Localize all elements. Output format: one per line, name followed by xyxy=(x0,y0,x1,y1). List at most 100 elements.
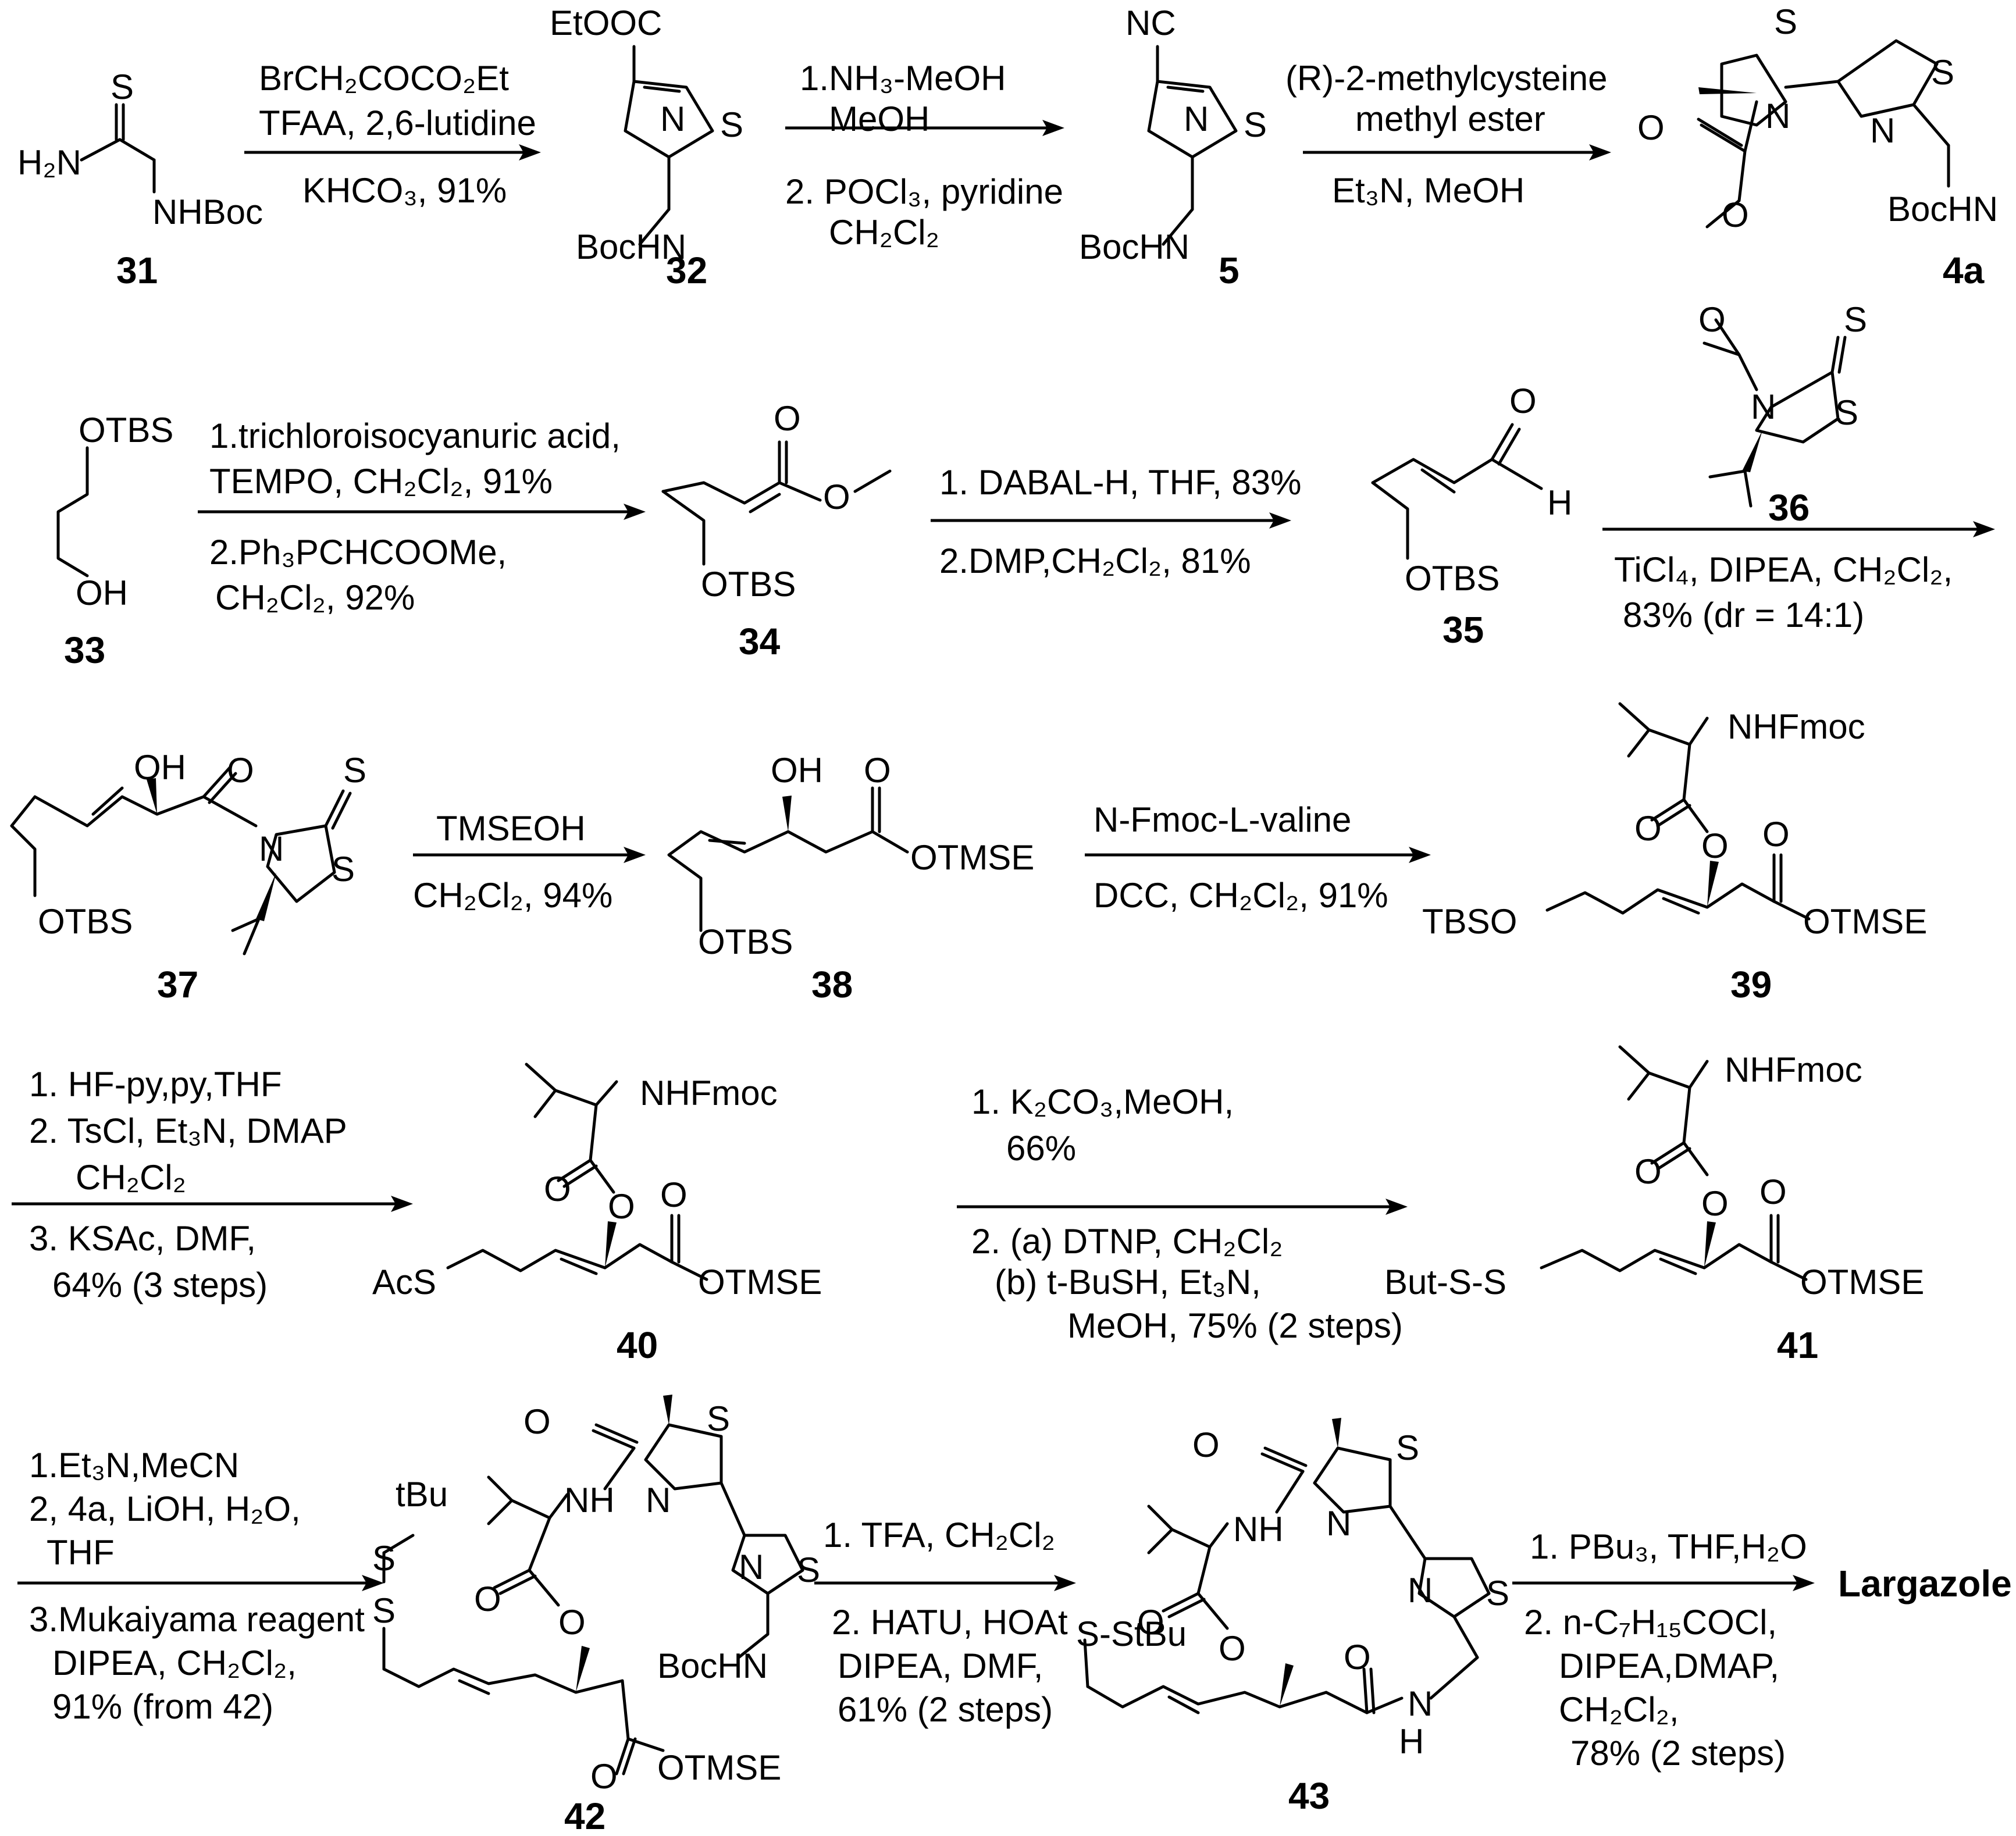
atom-s: S xyxy=(1396,1428,1419,1467)
atom-o: O xyxy=(1701,1184,1729,1223)
reaction-arrow-7: TMSEOH CH₂Cl₂, 94% xyxy=(413,809,646,915)
reagent-text: DIPEA,DMAP, xyxy=(1559,1646,1779,1685)
compound-38-structure: OH O OTMSE OTBS 38 xyxy=(667,751,1034,1006)
atom-bochn: BocHN xyxy=(1079,227,1189,266)
atom-but-s-s: But-S-S xyxy=(1384,1263,1506,1302)
reagent-text: Et₃N, MeOH xyxy=(1332,171,1525,210)
compound-label-33: 33 xyxy=(64,629,105,671)
reagent-text: 2.Ph₃PCHCOOMe, xyxy=(209,533,507,572)
atom-o: O xyxy=(1219,1629,1246,1668)
compound-34-structure: O O OTBS 34 xyxy=(661,399,892,662)
atom-nc: NC xyxy=(1125,3,1176,42)
atom-h: H xyxy=(1547,483,1572,522)
atom-o: O xyxy=(523,1402,551,1441)
atom-s: S xyxy=(1774,2,1797,41)
atom-n: N xyxy=(1751,387,1776,426)
compound-label-31: 31 xyxy=(116,249,158,291)
compound-41-structure: NHFmoc O O O But-S-S OTMSE 41 xyxy=(1384,1045,1924,1366)
atom-s: S xyxy=(372,1591,396,1630)
atom-otmse: OTMSE xyxy=(657,1748,781,1787)
reagent-text: 1.Et₃N,MeCN xyxy=(29,1446,239,1485)
atom-nhfmoc: NHFmoc xyxy=(640,1074,778,1113)
reaction-arrow-3: (R)-2-methylcysteine methyl ester Et₃N, … xyxy=(1285,59,1611,210)
reagent-text: (R)-2-methylcysteine xyxy=(1285,59,1607,98)
final-product-label: Largazole xyxy=(1838,1563,2012,1605)
compound-label-36: 36 xyxy=(1768,487,1810,529)
reaction-arrow-1: BrCH₂COCO₂Et TFAA, 2,6-lutidine KHCO₃, 9… xyxy=(244,59,541,210)
reagent-text: TFAA, 2,6-lutidine xyxy=(259,104,536,142)
reagent-text: TEMPO, CH₂Cl₂, 91% xyxy=(209,462,553,501)
reaction-arrow-11: 1.Et₃N,MeCN 2, 4a, LiOH, H₂O, THF 3.Muka… xyxy=(17,1446,384,1726)
atom-o: O xyxy=(558,1603,586,1642)
reagent-text: 61% (2 steps) xyxy=(838,1690,1053,1729)
compound-37-structure: OH O S N S OTBS 37 xyxy=(10,748,366,1006)
atom-s: S xyxy=(1844,300,1867,339)
reagent-text: methyl ester xyxy=(1355,99,1545,138)
atom-tbu: tBu xyxy=(396,1475,448,1514)
compound-33-structure: OTBS OH 33 xyxy=(56,411,173,671)
reagent-text: 3. KSAc, DMF, xyxy=(29,1219,256,1258)
reagent-text: CH₂Cl₂ xyxy=(829,213,939,252)
atom-o: O xyxy=(1192,1425,1220,1464)
compound-35-structure: O H OTBS 35 xyxy=(1371,382,1572,651)
reagent-text: 78% (2 steps) xyxy=(1570,1734,1786,1773)
atom-otmse: OTMSE xyxy=(910,838,1034,877)
atom-o: O xyxy=(1637,108,1665,147)
atom-n: N xyxy=(1326,1504,1351,1543)
compound-label-37: 37 xyxy=(157,964,198,1006)
compound-42-structure: tBu S S O NH S N O O S N BocHN O OTMSE 4… xyxy=(372,1395,820,1836)
reagent-text: 1. DABAL-H, THF, 83% xyxy=(939,463,1301,502)
reagent-text: 1.trichloroisocyanuric acid, xyxy=(209,416,621,455)
reagent-text: DCC, CH₂Cl₂, 91% xyxy=(1094,876,1388,915)
reagent-text: 2. n-C₇H₁₅COCl, xyxy=(1524,1603,1777,1642)
atom-h: H xyxy=(1399,1722,1424,1761)
reagent-text: CH₂Cl₂, xyxy=(1559,1690,1679,1729)
reagent-text: TiCl₄, DIPEA, CH₂Cl₂, xyxy=(1614,550,1953,589)
compound-label-4a: 4a xyxy=(1943,249,1985,291)
compound-label-40: 40 xyxy=(617,1324,658,1366)
atom-otmse: OTMSE xyxy=(1800,1263,1924,1302)
atom-o: O xyxy=(774,399,801,438)
atom-nhfmoc: NHFmoc xyxy=(1728,707,1865,746)
atom-o: O xyxy=(474,1580,501,1618)
atom-s: S xyxy=(1931,53,1954,92)
atom-o: O xyxy=(1701,826,1729,865)
atom-n: N xyxy=(739,1548,764,1587)
reagent-text: CH₂Cl₂ xyxy=(76,1158,186,1197)
reagent-text: 64% (3 steps) xyxy=(52,1265,268,1304)
reagent-text: N-Fmoc-L-valine xyxy=(1094,800,1351,839)
atom-o: O xyxy=(864,751,891,790)
compound-label-34: 34 xyxy=(739,621,781,662)
atom-s: S xyxy=(1486,1574,1509,1613)
reagent-text: 2.DMP,CH₂Cl₂, 81% xyxy=(939,541,1251,580)
compound-label-42: 42 xyxy=(564,1795,605,1836)
reagent-text: DIPEA, CH₂Cl₂, xyxy=(52,1644,297,1682)
reaction-arrow-5: 1. DABAL-H, THF, 83% 2.DMP,CH₂Cl₂, 81% xyxy=(931,463,1301,580)
atom-o: O xyxy=(1137,1603,1164,1642)
atom-o: O xyxy=(608,1187,635,1226)
reaction-arrow-4: 1.trichloroisocyanuric acid, TEMPO, CH₂C… xyxy=(198,416,646,617)
atom-o: O xyxy=(1698,300,1726,339)
atom-bochn: BocHN xyxy=(576,227,686,266)
atom-o: O xyxy=(1509,382,1537,420)
atom-s: S xyxy=(1244,105,1267,144)
reagent-text: 1. PBu₃, THF,H₂O xyxy=(1530,1527,1807,1566)
reaction-arrow-9: 1. HF-py,py,THF 2. TsCl, Et₃N, DMAP CH₂C… xyxy=(12,1065,413,1304)
atom-s: S xyxy=(372,1539,396,1578)
atom-otbs: OTBS xyxy=(698,922,793,961)
atom-s: S xyxy=(720,105,743,144)
atom-o: O xyxy=(823,477,850,516)
atom-nh: NH xyxy=(1233,1510,1284,1549)
compound-label-35: 35 xyxy=(1442,609,1484,651)
atom-o: O xyxy=(1762,815,1790,854)
reagent-text: MeOH xyxy=(829,99,929,138)
atom-h2n: H₂N xyxy=(17,143,81,182)
compound-label-32: 32 xyxy=(666,249,707,291)
reaction-arrow-6: TiCl₄, DIPEA, CH₂Cl₂, 83% (dr = 14:1) xyxy=(1602,521,1995,634)
reagent-text: CH₂Cl₂, 92% xyxy=(215,578,415,617)
reagent-text: MeOH, 75% (2 steps) xyxy=(1067,1306,1403,1345)
compound-39-structure: NHFmoc O O O TBSO OTMSE 39 xyxy=(1422,702,1927,1006)
reagent-text: 3.Mukaiyama reagent xyxy=(29,1600,365,1639)
reagent-text: KHCO₃, 91% xyxy=(302,171,507,210)
atom-n: N xyxy=(1184,99,1209,138)
